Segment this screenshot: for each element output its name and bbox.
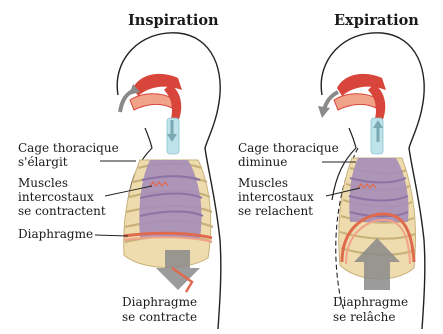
inspiration-diaphragm-leader — [95, 235, 128, 236]
expiration-rib-label-line1: Cage thoracique — [238, 141, 339, 155]
inspiration-muscle-label-line2: intercostaux — [18, 190, 94, 204]
expiration-title: Expiration — [334, 12, 419, 29]
expiration-panel: Expiration — [238, 12, 425, 329]
expiration-air-arrowhead-icon — [318, 106, 330, 118]
inspiration-mouth-airway — [130, 94, 172, 110]
inspiration-muscle-label: Muscles intercostaux se contractent — [18, 176, 106, 218]
expiration-mouth-airway — [334, 94, 376, 110]
expiration-muscle-label-line3: se relachent — [238, 204, 313, 218]
expiration-muscle-label-line1: Muscles — [238, 176, 288, 190]
inspiration-rib-label-line2: s'élargit — [18, 155, 68, 169]
inspiration-muscle-label-line1: Muscles — [18, 176, 68, 190]
inspiration-bottom-label-line2: se contracte — [122, 310, 197, 324]
inspiration-title: Inspiration — [128, 12, 219, 29]
inspiration-bottom-label-line1: Diaphragme — [122, 295, 197, 309]
inspiration-panel: Inspiration — [18, 12, 221, 329]
inspiration-diaphragm-label: Diaphragme — [18, 227, 93, 241]
expiration-bottom-label: Diaphragme se relâche — [333, 295, 412, 324]
expiration-muscle-label-line2: intercostaux — [238, 190, 314, 204]
expiration-muscle-label: Muscles intercostaux se relachent — [238, 176, 318, 218]
expiration-rib-label: Cage thoracique diminue — [238, 141, 343, 169]
inspiration-bottom-label: Diaphragme se contracte — [122, 295, 201, 324]
expiration-bottom-label-line1: Diaphragme — [333, 295, 408, 309]
expiration-bottom-label-line2: se relâche — [333, 310, 395, 324]
inspiration-rib-label-line1: Cage thoracique — [18, 141, 119, 155]
inspiration-rib-label: Cage thoracique s'élargit — [18, 141, 123, 169]
expiration-rib-label-line2: diminue — [238, 155, 287, 169]
inspiration-muscle-label-line3: se contractent — [18, 204, 106, 218]
